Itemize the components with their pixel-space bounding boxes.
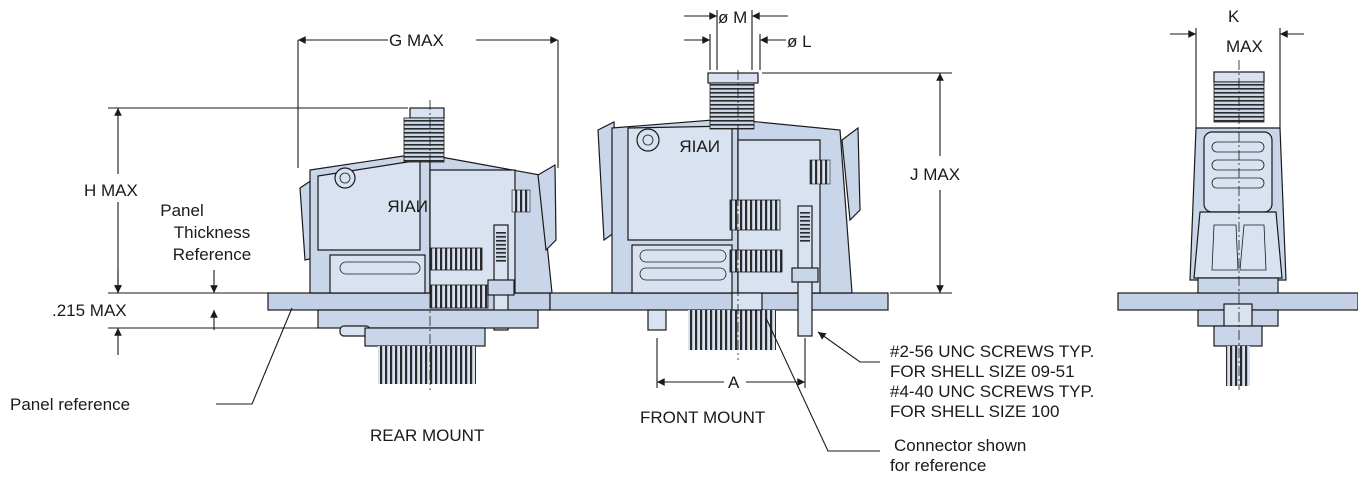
g-max-label: G MAX <box>389 31 444 50</box>
front-upper-fins <box>729 199 781 231</box>
side-nut <box>1223 303 1253 327</box>
rear-pin-fins <box>429 247 483 271</box>
rear-insert-body <box>364 327 486 347</box>
side-insert <box>1213 325 1263 347</box>
rear-pcb-pins <box>378 346 476 384</box>
phi-m-label: ø M <box>718 8 747 27</box>
front-left-lower <box>631 244 733 294</box>
k-label: K <box>1228 7 1240 26</box>
screws-line3: #4-40 UNC SCREWS TYP. <box>890 382 1094 401</box>
front-contacts <box>729 249 783 273</box>
k-max-label: MAX <box>1226 37 1263 56</box>
rear-lower-flange <box>317 309 539 329</box>
h-max-label: H MAX <box>84 181 138 200</box>
front-mount-view <box>549 70 889 360</box>
phi-l-label: ø L <box>787 32 812 51</box>
rear-hex-screw <box>334 167 356 189</box>
front-pcb-pins <box>688 310 776 350</box>
side-upper-face <box>1203 131 1273 213</box>
a-label: A <box>728 373 740 392</box>
rear-logo: NAIR <box>387 197 428 216</box>
screws-line4: FOR SHELL SIZE 100 <box>890 402 1059 421</box>
front-hex-screw <box>636 128 660 152</box>
j-max-label: J MAX <box>910 165 960 184</box>
front-right-clip <box>841 126 861 222</box>
rear-contacts <box>429 284 489 309</box>
connector-line2: for reference <box>890 456 986 475</box>
front-gear <box>809 159 831 185</box>
panel-thickness-line1: Panel <box>160 201 203 220</box>
rear-gear <box>511 189 531 213</box>
panel-thickness-line3: Reference <box>173 245 251 264</box>
front-panel-nut <box>647 309 667 331</box>
connector-line1: Connector shown <box>894 436 1026 455</box>
panel-reference-label: Panel reference <box>10 395 130 414</box>
panel-thickness-line2: Thickness <box>174 223 251 242</box>
side-base <box>1197 277 1279 294</box>
rear-screw-head <box>409 107 445 119</box>
dim-215-label: .215 MAX <box>52 301 127 320</box>
rear-mount-label: REAR MOUNT <box>370 426 484 445</box>
front-left-face <box>627 125 733 241</box>
side-view <box>1117 60 1358 390</box>
front-screw-thread <box>709 82 755 130</box>
rear-right-clip <box>537 163 557 252</box>
rear-screw-thread <box>403 117 445 163</box>
front-panel-plate <box>549 292 889 311</box>
screws-line2: FOR SHELL SIZE 09-51 <box>890 362 1075 381</box>
front-logo: NAIR <box>679 137 720 156</box>
side-pins <box>1226 346 1250 386</box>
front-screw-head <box>707 72 759 84</box>
rear-mount-view <box>267 100 557 390</box>
front-mount-label: FRONT MOUNT <box>640 408 765 427</box>
side-lower-face <box>1193 211 1283 279</box>
screws-line1: #2-56 UNC SCREWS TYP. <box>890 342 1094 361</box>
